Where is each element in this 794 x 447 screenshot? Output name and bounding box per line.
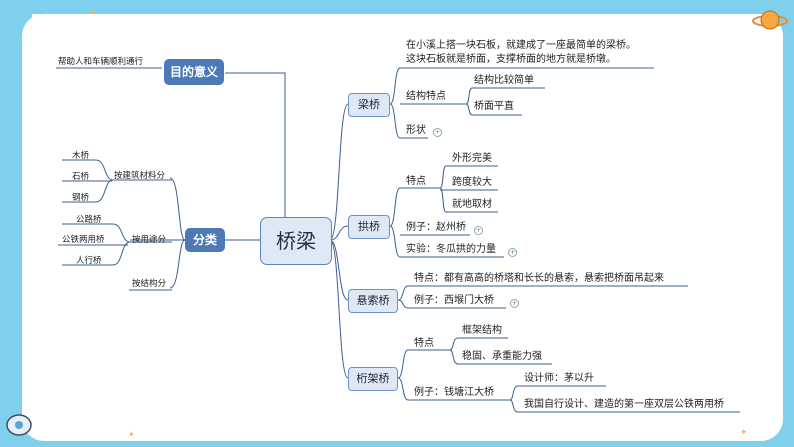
beam-desc-line1: 在小溪上搭一块石板，就建成了一座最简单的梁桥。 xyxy=(406,40,636,51)
use-highway: 公路桥 xyxy=(76,215,102,225)
beam-structure-item: 桥面平直 xyxy=(474,101,514,112)
use-pedestrian: 人行桥 xyxy=(76,256,102,266)
planet-icon xyxy=(752,6,788,40)
beam-bridge-node[interactable]: 梁桥 xyxy=(348,93,390,117)
by-structure-label[interactable]: 按结构分 xyxy=(132,279,167,289)
truss-example-item: 我国自行设计、建造的第一座双层公铁两用桥 xyxy=(524,399,724,410)
by-use-label[interactable]: 按用途分 xyxy=(132,235,167,245)
purpose-detail: 帮助人和车辆顺利通行 xyxy=(58,57,144,67)
arch-feature-item: 就地取材 xyxy=(452,199,492,210)
arch-bridge-node[interactable]: 拱桥 xyxy=(348,215,390,239)
arch-example[interactable]: 例子：赵州桥 xyxy=(406,222,466,233)
arch-feature-item: 跨度较大 xyxy=(452,177,492,188)
truss-feature-label[interactable]: 特点 xyxy=(414,338,434,349)
star-icon: ✦ xyxy=(128,430,135,439)
truss-example[interactable]: 例子：钱塘江大桥 xyxy=(414,387,494,398)
arch-experiment[interactable]: 实验：冬瓜拱的力量 xyxy=(406,244,496,255)
material-steel: 钢桥 xyxy=(72,193,90,203)
expand-icon[interactable]: + xyxy=(433,128,442,137)
arch-feature-item: 外形完美 xyxy=(452,153,492,164)
truss-example-item: 设计师：茅以升 xyxy=(524,373,594,384)
beam-structure-item: 结构比较简单 xyxy=(474,75,534,86)
expand-icon[interactable]: + xyxy=(474,226,483,235)
expand-icon[interactable]: + xyxy=(510,299,519,308)
star-icon: ✦ xyxy=(740,428,748,438)
beam-structure-label[interactable]: 结构特点 xyxy=(406,91,446,102)
material-stone: 石桥 xyxy=(72,172,90,182)
suspension-example[interactable]: 例子：西堠门大桥 xyxy=(414,295,494,306)
purpose-node[interactable]: 目的意义 xyxy=(164,59,224,85)
center-topic[interactable]: 桥梁 xyxy=(260,217,332,265)
beam-shape-label[interactable]: 形状 xyxy=(406,125,426,136)
use-dual: 公铁两用桥 xyxy=(62,235,105,245)
material-wood: 木桥 xyxy=(72,151,90,161)
expand-icon[interactable]: + xyxy=(508,248,517,257)
truss-bridge-node[interactable]: 桁架桥 xyxy=(348,367,398,391)
suspension-bridge-node[interactable]: 悬索桥 xyxy=(348,289,398,313)
truss-feature-item: 稳固、承重能力强 xyxy=(462,351,542,362)
star-icon: ✦ xyxy=(90,8,98,18)
truss-feature-item: 框架结构 xyxy=(462,325,502,336)
rocket-icon xyxy=(2,405,36,445)
classify-node[interactable]: 分类 xyxy=(185,228,225,252)
by-material-label[interactable]: 按建筑材料分 xyxy=(114,171,166,181)
beam-desc-line2: 这块石板就是桥面，支撑桥面的地方就是桥墩。 xyxy=(406,54,616,65)
suspension-feature: 特点：都有高高的桥塔和长长的悬索，悬索把桥面吊起来 xyxy=(414,273,664,284)
arch-feature-label[interactable]: 特点 xyxy=(406,176,426,187)
